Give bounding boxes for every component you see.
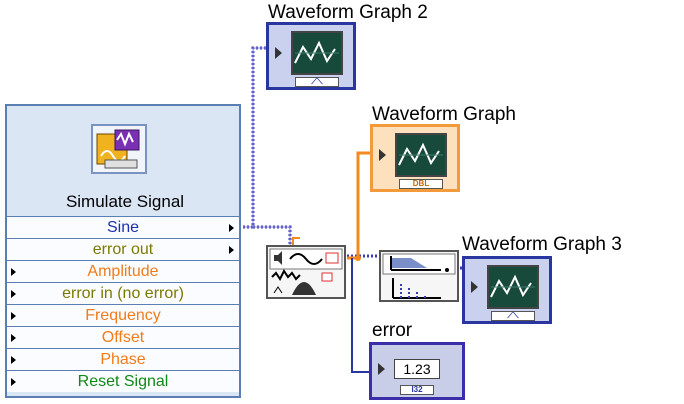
input-arrow-icon (275, 47, 282, 59)
terminal-label: Phase (100, 351, 146, 368)
graph-screen-icon (291, 31, 343, 75)
output-arrow-icon (229, 224, 234, 232)
terminal-sine[interactable]: Sine (7, 216, 239, 238)
terminal-label: Sine (106, 219, 140, 236)
waveform-type-icon: ⟋⟍ (295, 77, 339, 87)
filter-icon (269, 248, 343, 295)
terminal-label: Offset (101, 329, 145, 346)
error-value: 1.23 (394, 359, 440, 379)
input-arrow-icon (11, 378, 16, 386)
terminal-frequency[interactable]: Frequency (7, 304, 239, 326)
terminal-label: error in (no error) (62, 285, 184, 302)
graph-screen-icon (487, 265, 539, 309)
terminal-offset[interactable]: Offset (7, 326, 239, 348)
waveform-graph-label: Waveform Graph (372, 104, 516, 125)
waveform-graph-2-label: Waveform Graph 2 (268, 2, 428, 23)
waveform-type-icon: ⟋⟍ (491, 311, 535, 321)
terminal-reset-signal[interactable]: Reset Signal (7, 370, 239, 392)
terminal-label: error out (92, 241, 154, 258)
terminal-label: Amplitude (87, 263, 159, 280)
input-arrow-icon (471, 281, 478, 293)
waveform-graph-3-terminal[interactable]: ⟋⟍ (462, 256, 552, 324)
input-arrow-icon (379, 149, 386, 161)
input-arrow-icon (11, 356, 16, 364)
spectral-icon (382, 253, 456, 299)
terminal-amplitude[interactable]: Amplitude (7, 260, 239, 282)
terminal-label: Reset Signal (77, 373, 169, 390)
input-arrow-icon (11, 290, 16, 298)
waveform-graph-3-label: Waveform Graph 3 (462, 234, 622, 255)
spectral-express-vi[interactable] (379, 250, 459, 302)
terminal-phase[interactable]: Phase (7, 348, 239, 370)
filter-express-vi[interactable] (266, 245, 346, 299)
dbl-type-badge: DBL (399, 179, 443, 189)
simulate-signal-icon (91, 124, 147, 174)
express-vi-title: Simulate Signal (65, 192, 185, 211)
error-label: error (372, 320, 413, 341)
input-arrow-icon (11, 334, 16, 342)
input-arrow-icon (378, 363, 385, 375)
i32-type-badge: I32 (400, 385, 434, 395)
terminal-error-in[interactable]: error in (no error) (7, 282, 239, 304)
error-numeric-terminal[interactable]: 1.23 I32 (369, 342, 465, 400)
waveform-graph-2-terminal[interactable]: ⟋⟍ (266, 22, 356, 90)
int-wire (351, 258, 369, 373)
graph-screen-icon (395, 133, 447, 177)
output-arrow-icon (229, 246, 234, 254)
simulate-signal-express-vi[interactable]: Simulate Signal Sine error out Amplitude… (5, 104, 241, 398)
waveform-graph-terminal[interactable]: DBL (370, 124, 460, 192)
terminal-error-out[interactable]: error out (7, 238, 239, 260)
input-arrow-icon (11, 268, 16, 276)
terminal-label: Frequency (85, 307, 161, 324)
input-arrow-icon (11, 312, 16, 320)
